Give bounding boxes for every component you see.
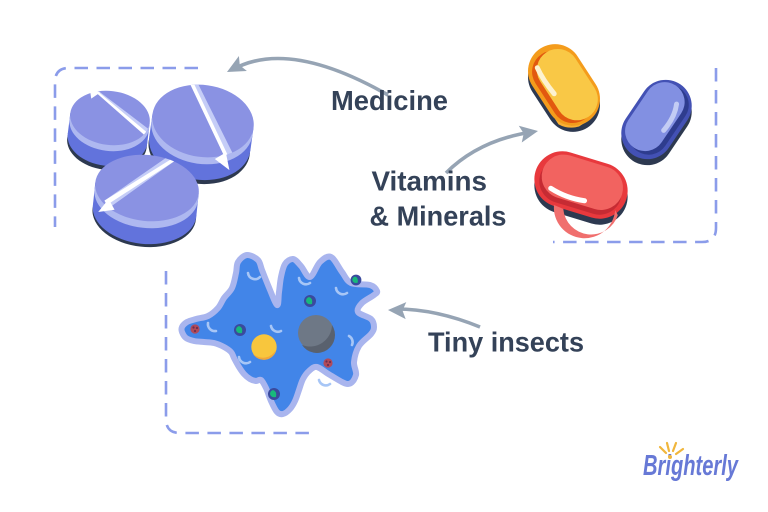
svg-text:Tiny insects: Tiny insects [428,327,584,358]
svg-text:Vitamins: Vitamins [372,166,488,197]
svg-text:& Minerals: & Minerals [370,201,507,232]
svg-text:Medicine: Medicine [331,85,448,116]
svg-text:Brighterly: Brighterly [643,450,739,482]
